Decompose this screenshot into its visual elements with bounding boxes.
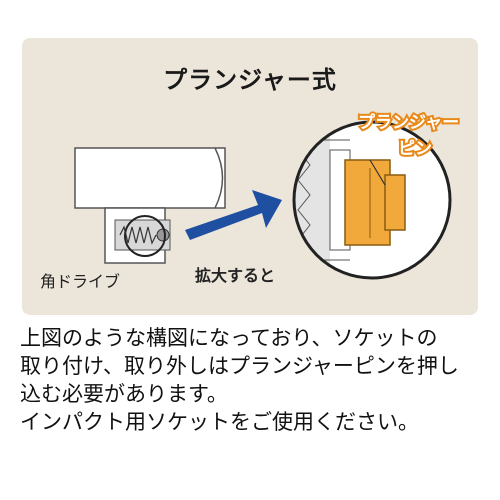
diagram-title: プランジャー式 bbox=[163, 66, 337, 94]
plunger-pin bbox=[344, 159, 406, 246]
enlarge-arrow bbox=[185, 190, 282, 240]
ratchet-illustration bbox=[74, 147, 226, 264]
description-line: 上図のような構図になっており、ソケットの bbox=[20, 326, 438, 350]
description: 上図のような構図になっており、ソケットの 取り付け、取り外しはプランジャーピンを… bbox=[20, 324, 490, 436]
square-drive-label: 角ドライブ bbox=[40, 272, 121, 291]
description-line: 取り付け、取り外しはプランジャーピンを押し bbox=[20, 354, 459, 378]
enlarged-label: 拡大すると bbox=[195, 266, 276, 285]
plunger-label-line1: プランジャー bbox=[358, 112, 459, 133]
description-line: 込む必要があります。 bbox=[20, 382, 228, 406]
plunger-pointer bbox=[369, 159, 386, 186]
focus-circle bbox=[124, 215, 166, 257]
plunger-label-line2: ピン bbox=[398, 139, 432, 159]
description-line: インパクト用ソケットをご使用ください。 bbox=[20, 410, 419, 434]
